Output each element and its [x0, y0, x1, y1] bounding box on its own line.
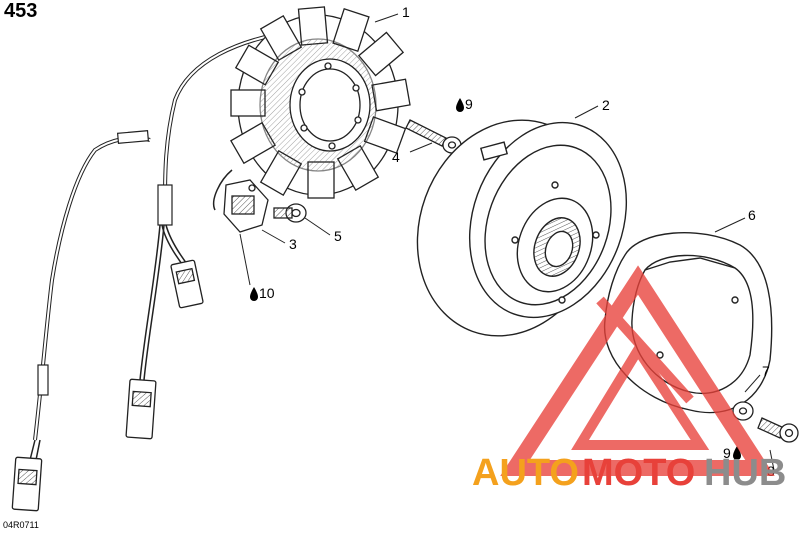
callout-1: 1 [402, 4, 410, 20]
watermark-text: AUTO MOTO HUB [472, 452, 786, 494]
bolt-4 [405, 119, 462, 154]
connector-b [125, 378, 157, 440]
watermark-hub: HUB [704, 452, 786, 494]
callout-9-top: 9 [465, 96, 473, 112]
reference-code: 04R0711 [3, 520, 39, 530]
bolt-8 [757, 417, 799, 443]
stator [230, 6, 411, 199]
leader-lines [239, 13, 775, 471]
watermark-logo [500, 265, 775, 476]
callout-2: 2 [602, 97, 610, 113]
page-number: 453 [4, 0, 38, 22]
callout-4: 4 [392, 149, 400, 165]
watermark-auto: AUTO [472, 452, 579, 494]
flywheel [416, 119, 628, 337]
callout-9-bottom: 9 [723, 445, 731, 461]
droplet-icon [733, 446, 741, 460]
callout-6: 6 [748, 207, 756, 223]
washer-7 [732, 401, 754, 421]
callout-7: 7 [762, 363, 770, 379]
droplet-icon [456, 98, 464, 112]
screw-5 [273, 203, 307, 223]
connector-a [170, 259, 204, 309]
watermark-moto: MOTO [582, 452, 695, 494]
wiring-harness [29, 30, 291, 461]
callout-5: 5 [334, 228, 342, 244]
sprag-ring [603, 231, 773, 414]
trigger-sensor [223, 179, 269, 233]
callout-10: 10 [259, 285, 275, 301]
droplet-icon [250, 287, 258, 301]
connector-c [11, 456, 43, 512]
callout-3: 3 [289, 236, 297, 252]
